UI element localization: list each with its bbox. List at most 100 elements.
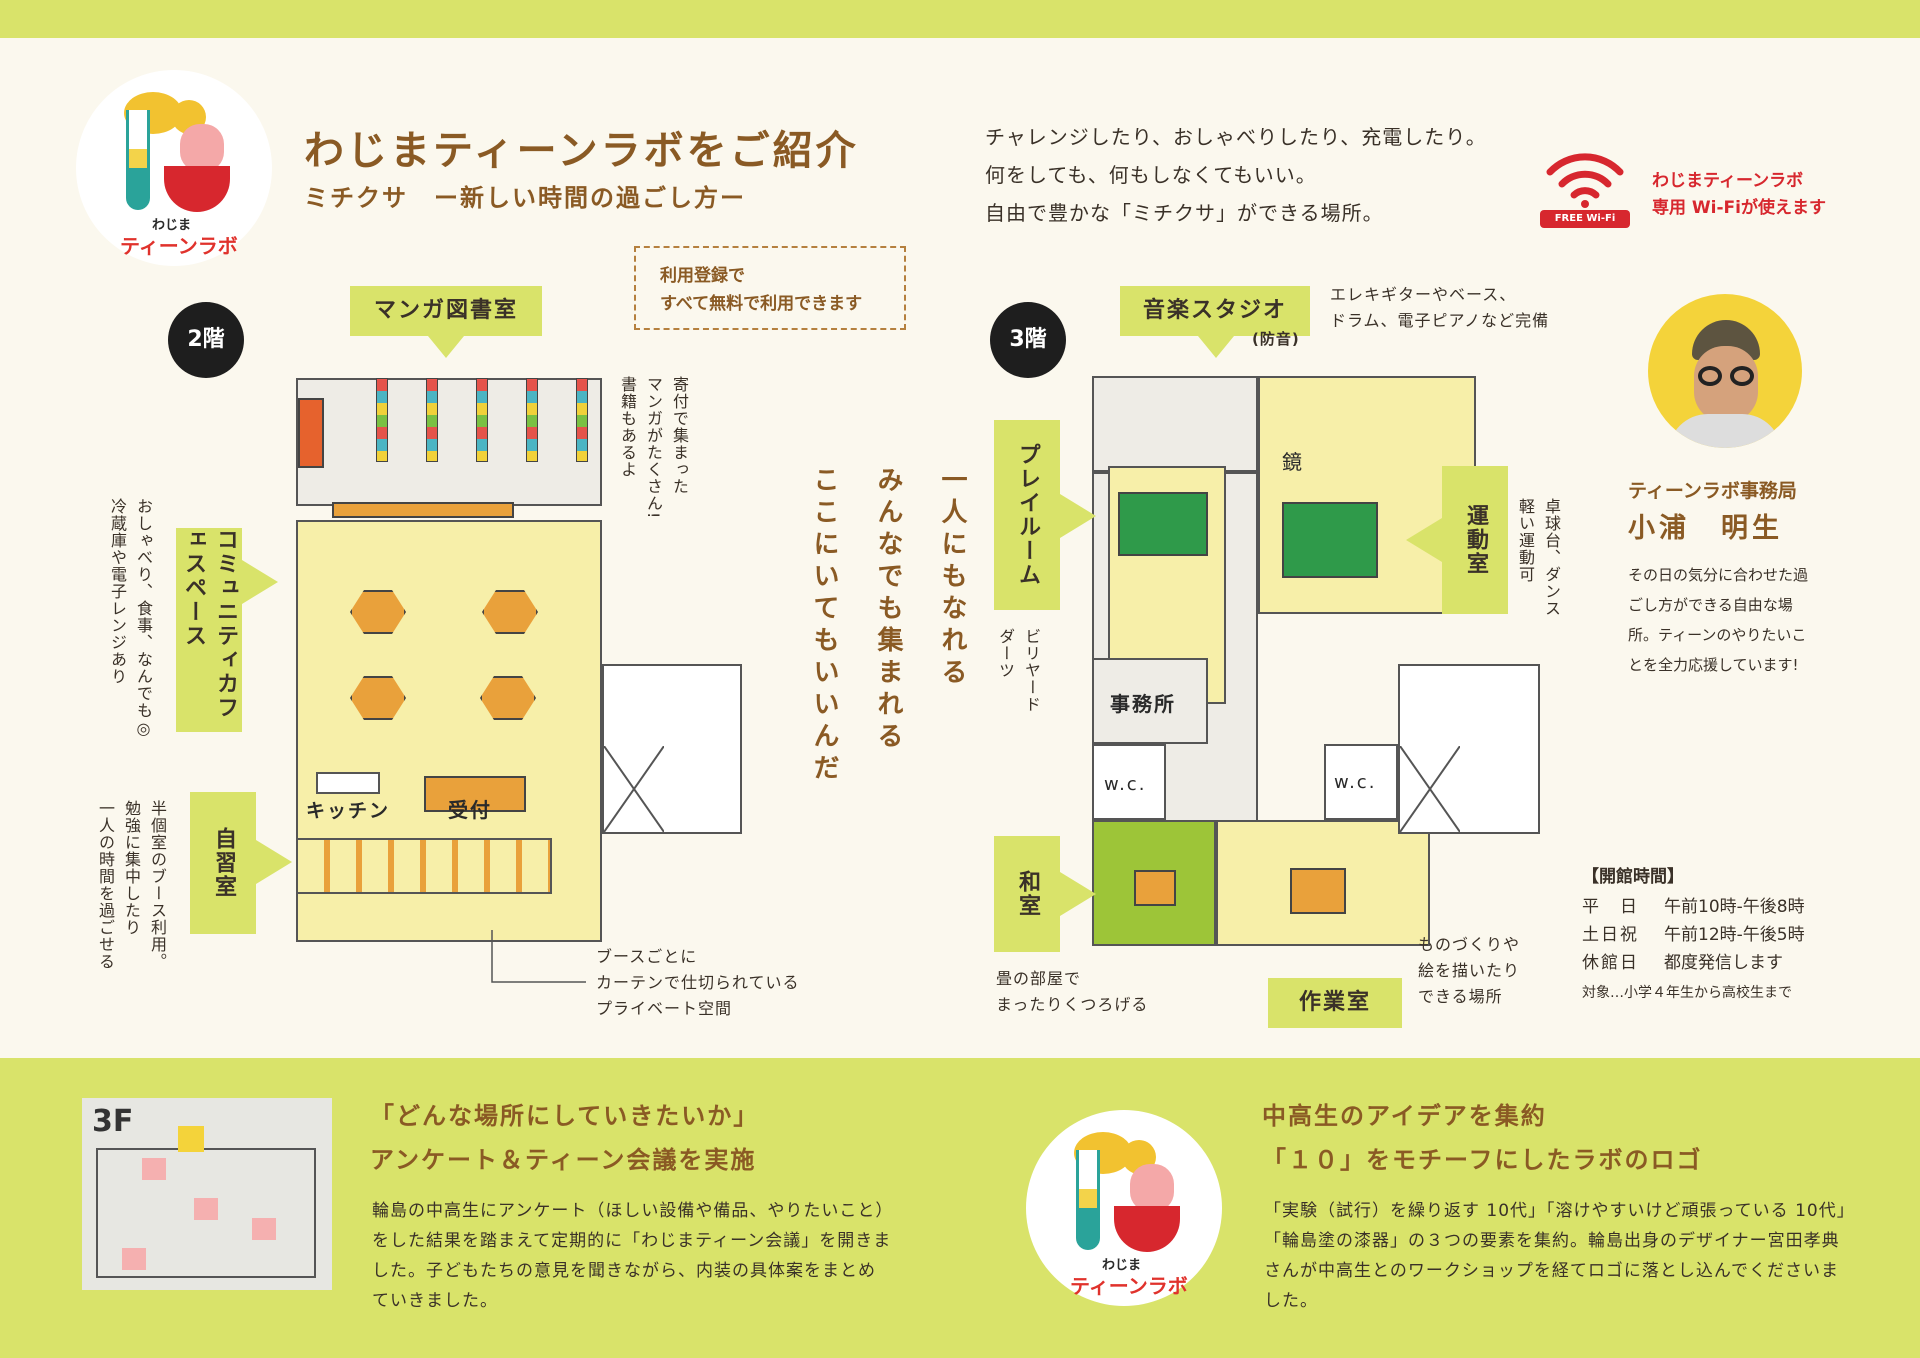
note-line: ビリヤード	[1022, 628, 1041, 713]
floor-badge-3f: 3階	[990, 302, 1066, 378]
wc-left	[1092, 744, 1166, 820]
tag-play-room: プレイルーム	[994, 420, 1060, 610]
note-line: プライベート空間	[596, 999, 733, 1018]
study-note: 半個室のブース利用。 勉強に集中したり 一人の時間を過ごせる	[92, 800, 170, 1000]
study-booths	[296, 838, 552, 894]
note-line: 軽い運動可	[1516, 498, 1535, 583]
tag-pointer	[1198, 336, 1234, 358]
note-line: ダーツ	[996, 628, 1015, 679]
wifi-badge-label: FREE Wi-Fi	[1540, 210, 1630, 228]
intro-line: チャレンジしたり、おしゃべりしたり、充電したり。	[985, 125, 1487, 149]
note-line: エレキギターやベース、	[1330, 285, 1517, 304]
hours-time: 午前12時-午後5時	[1664, 925, 1805, 945]
note-line: 畳の部屋で	[996, 969, 1082, 988]
bottom-left-heading: 「どんな場所にしていきたいか」 アンケート＆ティーン会議を実施	[370, 1094, 759, 1182]
floor-plan-2f: キッチン 受付	[292, 374, 762, 954]
tag-exercise-room: 運動室	[1442, 466, 1508, 614]
tag-pointer	[1060, 872, 1096, 916]
bookshelf	[576, 378, 588, 462]
counter	[332, 502, 514, 518]
staff-photo	[1648, 294, 1802, 448]
play-note: ビリヤード ダーツ	[992, 628, 1044, 738]
office	[1092, 658, 1208, 744]
wifi-line: わじまティーンラボ	[1652, 171, 1804, 191]
page-title: わじまティーンラボをご紹介	[304, 128, 859, 174]
registration-line: 利用登録で	[660, 266, 745, 286]
hours-row: 土日祝 午前12時-午後5時	[1582, 920, 1805, 945]
stairwell-3f	[1398, 664, 1540, 834]
hours-row: 平 日午前10時-午後8時	[1582, 892, 1805, 917]
hours-title: 【開館時間】	[1582, 867, 1684, 887]
hours-day: 土日祝	[1582, 925, 1639, 945]
tag-community-cafe: コミュニティカフェスペース	[176, 528, 242, 732]
low-table	[1134, 870, 1176, 906]
note-line: 冷蔵庫や電子レンジあり	[108, 498, 127, 685]
note-line: 一人の時間を過ごせる	[96, 800, 115, 970]
staff-name: 小浦 明生	[1628, 513, 1783, 544]
note-line: 卓球台、ダンス	[1542, 498, 1561, 617]
workshop-note: ものづくりや 絵を描いたり できる場所	[1418, 932, 1520, 1010]
workshop-table	[1290, 868, 1346, 914]
kitchen-label: キッチン	[306, 800, 391, 822]
bookshelf	[526, 378, 538, 462]
note-line: おしゃべり、食事、なんでも◎	[134, 498, 153, 739]
bookshelf	[476, 378, 488, 462]
heading-line: 中高生のアイデアを集約	[1262, 1102, 1547, 1130]
catch-line: みんなでも集まれる	[873, 466, 903, 754]
heading-line: 「１０」をモチーフにしたラボのロゴ	[1262, 1146, 1703, 1174]
note-line: ドラム、電子ピアノなど完備	[1330, 311, 1550, 330]
wifi-text: わじまティーンラボ 専用 Wi-Fiが使えます	[1652, 168, 1826, 222]
lab-logo: わじま ティーンラボ	[76, 70, 272, 266]
wc-right	[1324, 744, 1398, 820]
photo-label: 3F	[92, 1104, 134, 1139]
tag-pointer	[256, 840, 292, 884]
floor-badge-2f: 2階	[168, 302, 244, 378]
tag-pointer	[242, 560, 278, 604]
reception-label: 受付	[448, 798, 492, 822]
hours-day: 休館日	[1582, 953, 1639, 973]
wc-label-right: w.c.	[1334, 772, 1377, 793]
lab-logo-bottom: わじま ティーンラボ	[1026, 1110, 1222, 1306]
note-line: まったりくつろげる	[996, 995, 1149, 1014]
tag-pointer	[428, 336, 464, 358]
tag-manga-library: マンガ図書室	[350, 286, 542, 336]
registration-line: すべて無料で利用できます	[660, 294, 863, 314]
intro-line: 何をしても、何もしなくてもいい。	[985, 163, 1317, 187]
logo-large-text: ティーンラボ	[1070, 1274, 1188, 1298]
note-line: 絵を描いたり	[1418, 961, 1521, 980]
note-line: ブースごとに	[596, 947, 698, 966]
hours-time: 都度発信します	[1664, 953, 1783, 973]
cafe-note: おしゃべり、食事、なんでも◎ 冷蔵庫や電子レンジあり	[104, 498, 156, 758]
staff-role: ティーンラボ事務局	[1628, 480, 1797, 502]
tag-pointer	[1406, 518, 1442, 562]
music-studio	[1092, 376, 1258, 472]
billiard-table	[1118, 492, 1208, 556]
tag-study-room: 自習室	[190, 792, 256, 934]
note-line: 勉強に集中したり	[122, 800, 141, 936]
office-label: 事務所	[1110, 692, 1176, 716]
note-line: ものづくりや	[1418, 935, 1521, 954]
bottom-right-body: 「実験（試行）を繰り返す 10代」「溶けやすいけど頑張っている 10代」「輪島塗…	[1264, 1201, 1847, 1311]
meeting-photo: 3F	[82, 1098, 332, 1290]
washitsu-note: 畳の部屋で まったりくつろげる	[996, 966, 1148, 1018]
note-line: 半個室のブース利用。	[148, 800, 167, 970]
stairwell	[602, 664, 742, 834]
logo-small-text: わじま	[1102, 1258, 1142, 1273]
page-subtitle: ミチクサ ー新しい時間の過ごし方ー	[304, 184, 746, 212]
stairs-icon	[1400, 746, 1460, 832]
tag-washitsu: 和室	[994, 836, 1060, 952]
intro-line: 自由で豊かな「ミチクサ」ができる場所。	[985, 201, 1384, 225]
note-line: できる場所	[1418, 987, 1503, 1006]
manga-note: 寄付で集まった マンガがたくさん! 書籍もあるよ	[614, 376, 692, 616]
intro-text: チャレンジしたり、おしゃべりしたり、充電したり。 何をしても、何もしなくてもいい…	[985, 118, 1487, 232]
reception-counter	[424, 776, 526, 812]
bookshelf	[376, 378, 388, 462]
exercise-note: 卓球台、ダンス 軽い運動可	[1512, 498, 1564, 638]
registration-note: 利用登録で すべて無料で利用できます	[634, 246, 906, 330]
top-band	[0, 0, 1920, 38]
hours-target: 対象…小学４年生から高校生まで	[1582, 985, 1792, 1001]
washitsu-room	[1092, 820, 1216, 946]
stove	[316, 772, 380, 794]
tag-pointer	[1060, 494, 1096, 538]
booth-note: ブースごとに カーテンで仕切られている プライベート空間	[596, 944, 800, 1022]
